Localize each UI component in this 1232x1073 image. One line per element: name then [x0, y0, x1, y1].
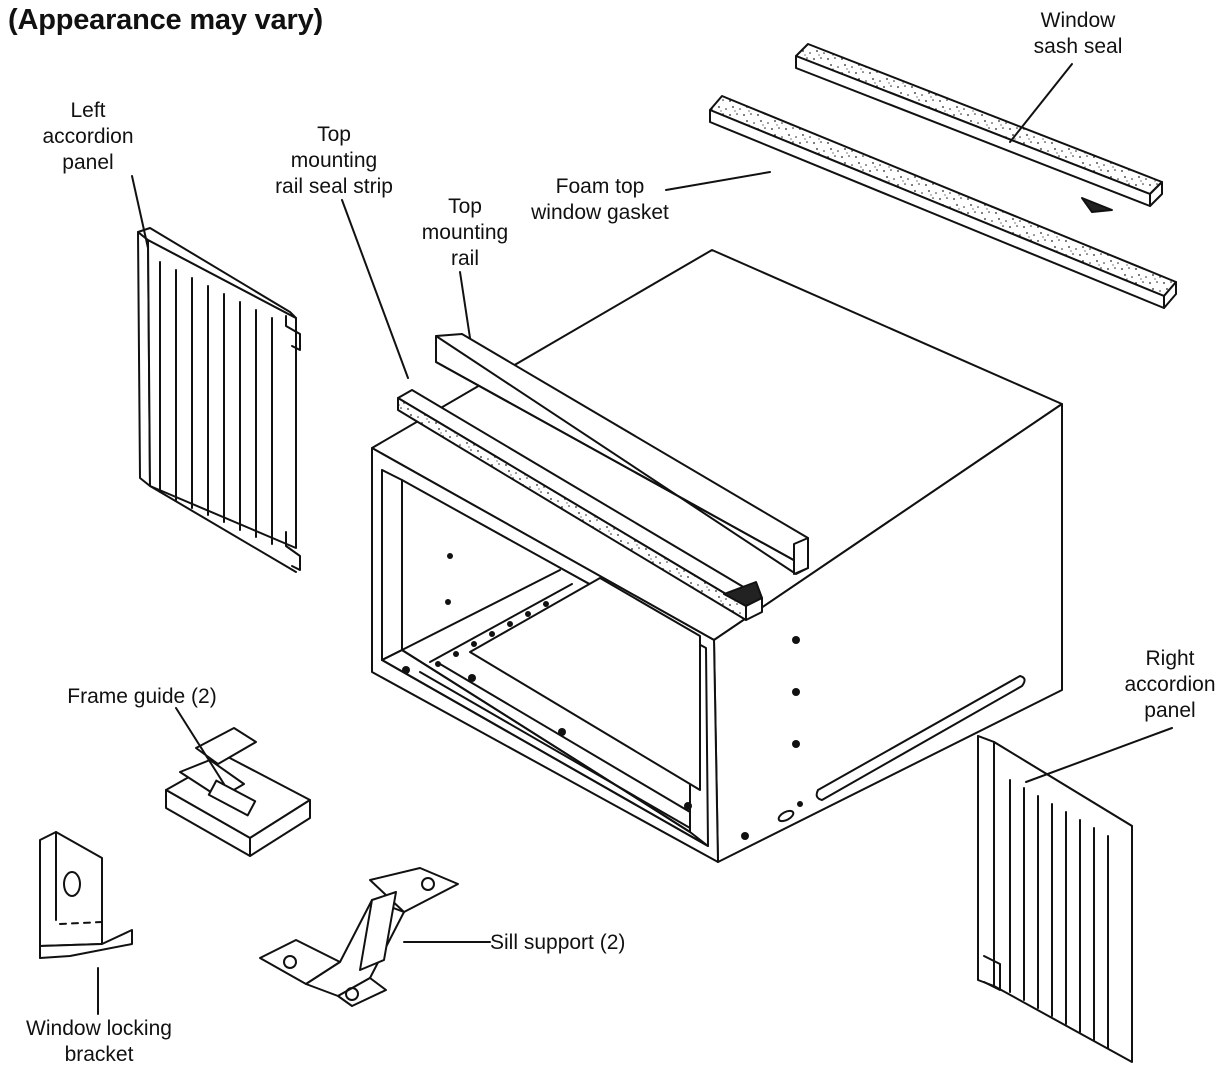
top-mounting-rail: [435, 333, 809, 575]
label-line: Sill support (2): [490, 931, 626, 954]
label-line: Top: [317, 123, 351, 146]
label-window-locking-bracket: Window locking bracket: [4, 1016, 194, 1068]
label-line: rail seal strip: [275, 175, 393, 198]
frame-guide-part: [165, 727, 311, 857]
label-top-mounting-rail: Top mounting rail: [410, 194, 520, 272]
label-frame-guide: Frame guide (2): [52, 684, 232, 710]
label-line: sash seal: [1033, 35, 1123, 58]
label-line: Frame guide (2): [67, 685, 217, 708]
foam-top-window-gasket: [709, 95, 1177, 309]
label-top-mounting-rail-seal-strip: Top mounting rail seal strip: [254, 122, 414, 200]
cabinet-sleeve: [371, 249, 1063, 863]
label-line: accordion: [1124, 673, 1216, 696]
leader-lines: [97, 63, 1173, 1015]
top-mounting-rail-seal-strip: [397, 389, 763, 621]
window-locking-bracket: [39, 831, 133, 959]
sill-support-part: [259, 867, 459, 1007]
label-line: Foam top: [555, 175, 645, 198]
label-left-accordion-panel: Left accordion panel: [28, 98, 148, 176]
label-window-sash-seal: Window sash seal: [1018, 8, 1138, 60]
label-line: Top: [448, 195, 482, 218]
label-foam-top-window-gasket: Foam top window gasket: [520, 174, 680, 226]
label-line: panel: [1144, 699, 1196, 722]
label-sill-support: Sill support (2): [490, 930, 656, 956]
label-line: Right: [1145, 647, 1195, 670]
label-line: Left: [70, 99, 106, 122]
label-line: window gasket: [531, 201, 669, 224]
label-line: accordion: [42, 125, 134, 148]
right-accordion-panel: [977, 735, 1133, 1063]
label-line: bracket: [64, 1043, 134, 1066]
label-line: Window locking: [26, 1017, 172, 1040]
label-line: mounting: [290, 149, 378, 172]
label-line: panel: [62, 151, 114, 174]
label-line: mounting: [421, 221, 509, 244]
label-line: rail: [450, 247, 479, 270]
diagram-heading: (Appearance may vary): [8, 4, 323, 36]
label-line: Window: [1040, 9, 1116, 32]
left-accordion-panel: [137, 227, 301, 573]
label-right-accordion-panel: Right accordion panel: [1110, 646, 1230, 724]
window-sash-seal: [795, 43, 1163, 213]
